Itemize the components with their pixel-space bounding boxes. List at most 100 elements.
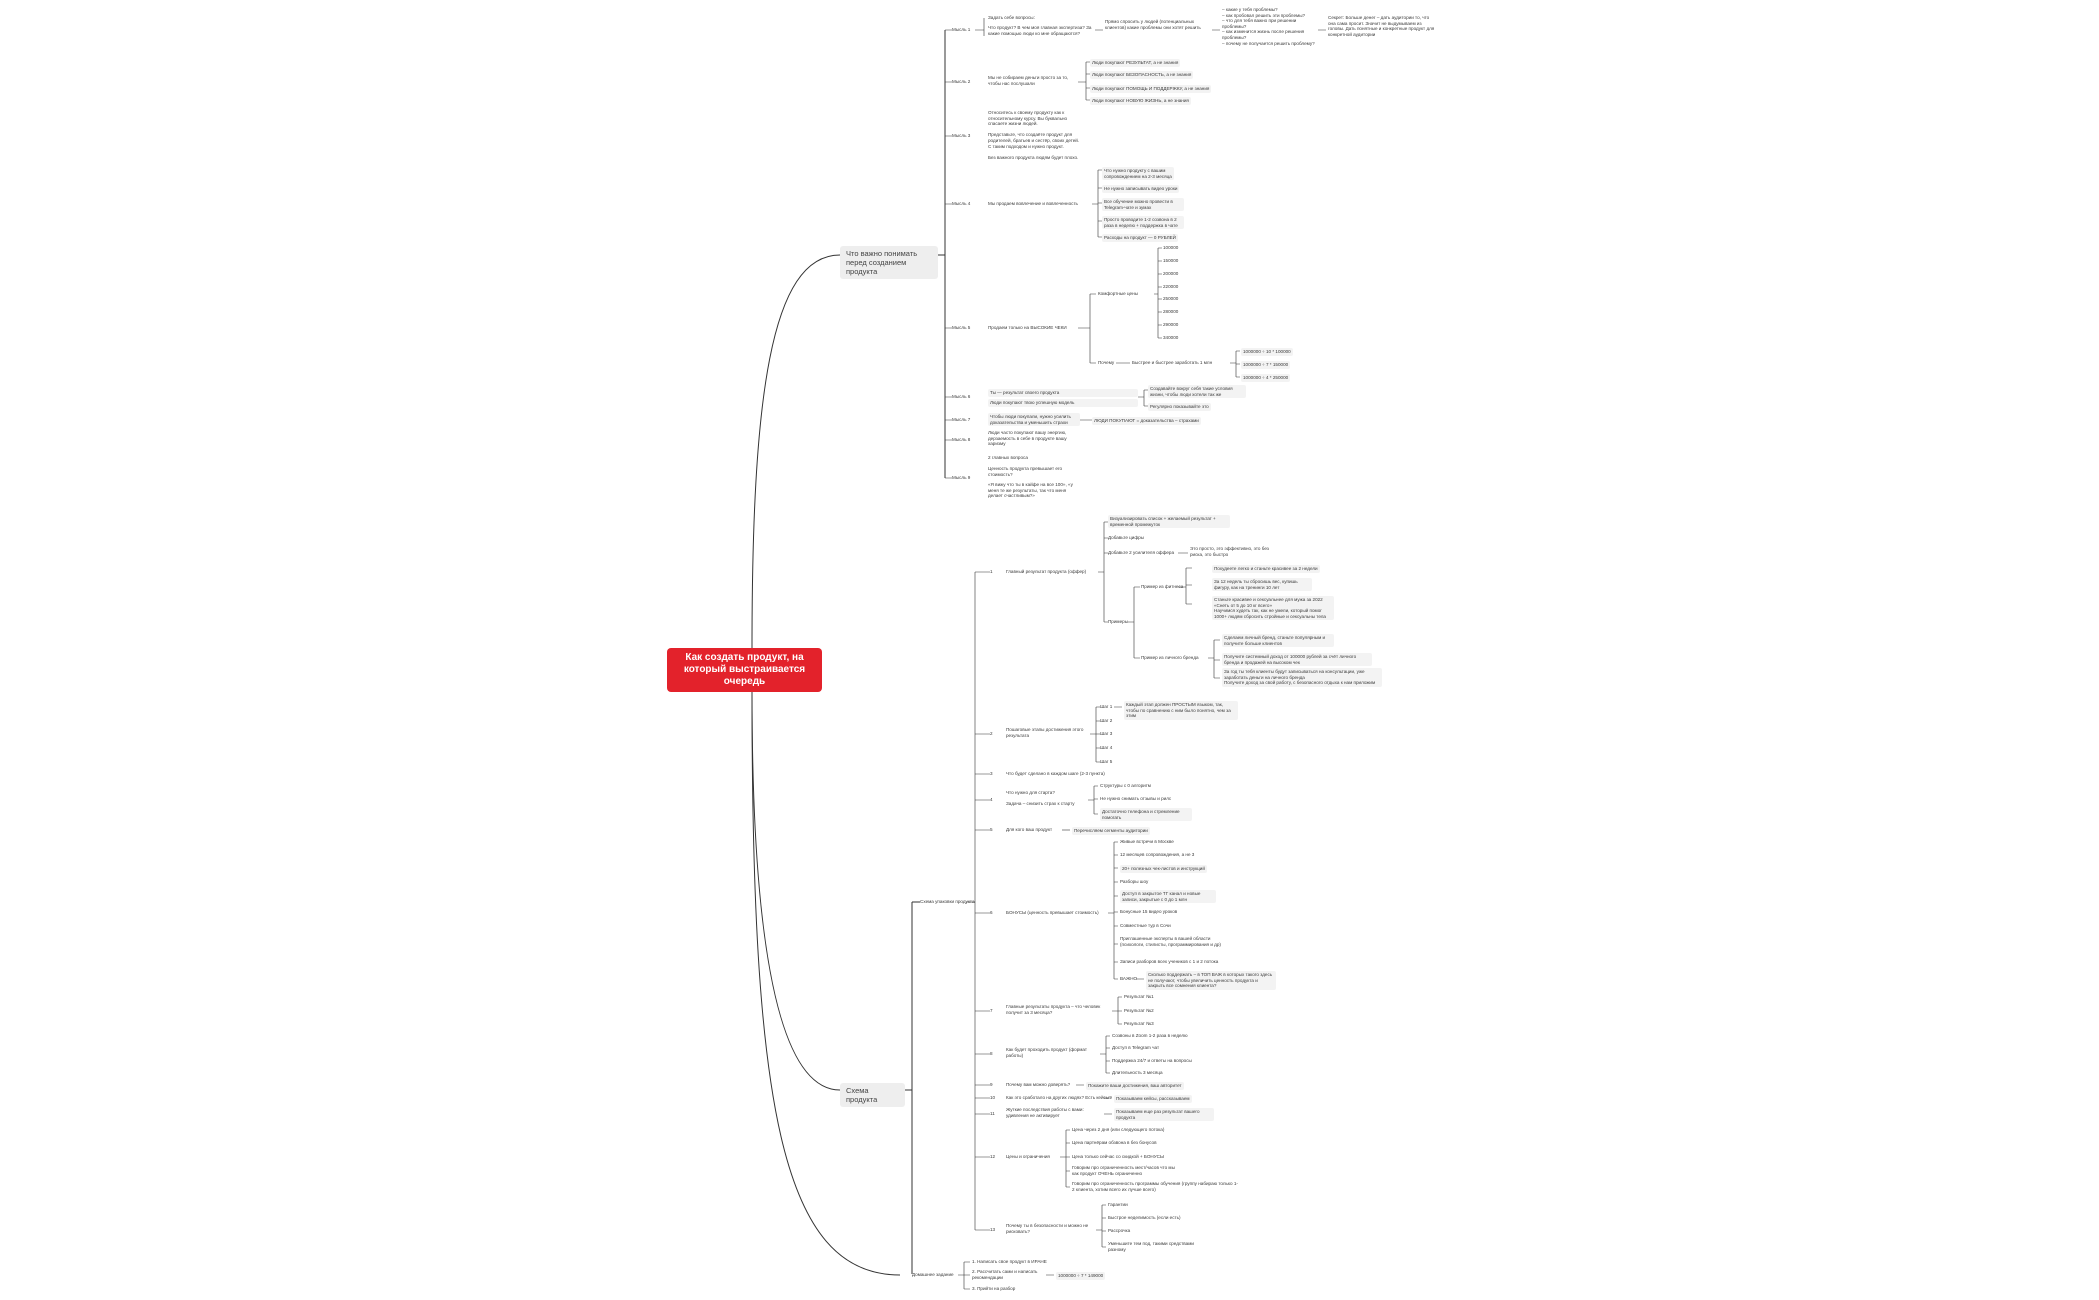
thought-2-item[interactable]: Люди покупают РЕЗУЛЬТАТ, а не знания <box>1090 59 1181 67</box>
bonus-important[interactable]: ВАЖНО <box>1120 976 1138 981</box>
schema-10-text[interactable]: Как это сработало на других людях? Есть … <box>1006 1095 1112 1100</box>
thought-1-item[interactable]: Что продукт? В чем моя главная экспертиз… <box>988 25 1092 36</box>
format-item[interactable]: Созвоны в Zoom 1-2 раза в неделю <box>1112 1033 1188 1038</box>
homework-item[interactable]: 2. Рассчитать сами и написать рекомендац… <box>972 1269 1038 1280</box>
price-rule[interactable]: Цена партнёрам обзвона в без бонусов <box>1072 1140 1157 1145</box>
bonus-item[interactable]: Бонусные 15 видео уроков <box>1120 909 1178 914</box>
schema-2-text[interactable]: Пошаговые этапы достижения этого результ… <box>1006 727 1084 738</box>
step-item[interactable]: Шаг 5 <box>1100 759 1113 764</box>
bonus-item[interactable]: Разборы шоу <box>1120 879 1149 884</box>
thought-2-label[interactable]: Мысль 2 <box>952 79 971 84</box>
safety-item[interactable]: Гарантии <box>1108 1202 1128 1207</box>
homework-item[interactable]: 3. Прийти на разбор <box>972 1286 1016 1291</box>
format-item[interactable]: Длительность 3 месяца <box>1112 1070 1163 1075</box>
thought-6-right[interactable]: Регулярно показывайте это <box>1148 403 1211 411</box>
thought-1-mid[interactable]: Прямо спросить у людей (потенциальных кл… <box>1105 19 1201 30</box>
step-item[interactable]: Шаг 2 <box>1100 718 1113 723</box>
thought-5-why-text[interactable]: Быстрее и быстрее заработать 1 млн <box>1132 360 1213 365</box>
schema-13-text[interactable]: Почему ты в безопасности и можно не риск… <box>1006 1223 1089 1234</box>
schema-7-text[interactable]: Главные результаты продукта – что челове… <box>1006 1004 1101 1015</box>
thought-4-label[interactable]: Мысль 4 <box>952 201 971 206</box>
schema-1-fit-item[interactable]: Станьте красивее и сексуальнее для мужа … <box>1212 596 1334 621</box>
schema-4-item[interactable]: Структуры с 0 алгоритм <box>1100 783 1151 788</box>
thought-7-label[interactable]: Мысль 7 <box>952 417 971 422</box>
schema-10-right[interactable]: Показываем кейсы, рассказываем <box>1114 1095 1192 1103</box>
step-1-text[interactable]: Каждый этап должен ПРОСТЫМ языком, так, … <box>1124 701 1238 720</box>
thought-4-item[interactable]: Просто проводите 1-2 созвона в 2 раза в … <box>1102 216 1184 230</box>
bonus-item[interactable]: Живые встречи в Москве <box>1120 839 1174 844</box>
schema-6-text[interactable]: БОНУСЫ (ценность превышает стоимость) <box>1006 910 1099 915</box>
thought-2-item[interactable]: Люди покупают ПОМОЩЬ И ПОДДЕРЖКУ, а не з… <box>1090 85 1212 93</box>
thought-9-label[interactable]: Мысль 9 <box>952 475 971 480</box>
safety-item[interactable]: Рассрочка <box>1108 1228 1131 1233</box>
schema-title[interactable]: Схема упаковки продукта <box>920 899 975 904</box>
thought-2-text[interactable]: Мы не собираем деньги просто за то, чтоб… <box>988 75 1069 86</box>
thought-8-label[interactable]: Мысль 8 <box>952 437 971 442</box>
schema-1-fit-item[interactable]: Похудеете легко и станьте красивее за 2 … <box>1212 565 1320 573</box>
thought-6-item[interactable]: Люди покупают твою успешную модель <box>988 399 1138 407</box>
schema-1-a3[interactable]: Это просто, это эффективно, это без риск… <box>1190 546 1269 557</box>
thought-6-label[interactable]: Мысль 6 <box>952 394 971 399</box>
result-item[interactable]: Результат №1 <box>1124 994 1154 999</box>
bonus-item[interactable]: Доступ в закрытое TГ канал и новые запис… <box>1120 890 1216 904</box>
homework-title[interactable]: Домашнее задание <box>912 1272 954 1277</box>
bonus-item[interactable]: Приглашенные эксперты в вашей области (п… <box>1120 936 1221 947</box>
schema-1-a[interactable]: Добавьте 2 усилителя оффера <box>1108 550 1175 555</box>
bonus-item[interactable]: Записи разборов всех учеников с 1 и 2 по… <box>1120 959 1219 964</box>
thought-5-why[interactable]: Почему <box>1098 360 1115 365</box>
thought-4-item[interactable]: Расходы на продукт — 0 РУБЛЕЙ <box>1102 234 1178 242</box>
safety-item[interactable]: Быстрое неделимость (если есть) <box>1108 1215 1181 1220</box>
thought-5-label[interactable]: Мысль 5 <box>952 325 971 330</box>
thought-3-text[interactable]: Относитесь к своему продукту как к относ… <box>988 110 1080 160</box>
format-item[interactable]: Поддержка 24/7 и ответы на вопросы <box>1112 1058 1192 1063</box>
thought-1-questions[interactable]: – какие у тебя проблемы? – как пробовал … <box>1222 7 1315 46</box>
schema-1-brand-item[interactable]: За год ты тебя клиенты будут записыватьс… <box>1222 668 1382 687</box>
schema-11-text[interactable]: Жуткие последствия работы с вами: удивле… <box>1006 1107 1084 1118</box>
price-rule[interactable]: Говорим про ограниченность мест/часов чт… <box>1072 1165 1175 1176</box>
branch-before-product[interactable]: Что важно понимать перед созданием проду… <box>840 246 938 279</box>
thought-4-item[interactable]: Все обучение можно провести в Telegram-ч… <box>1102 198 1184 212</box>
schema-11-right[interactable]: Показываем еще раз результат вашего прод… <box>1114 1108 1214 1122</box>
step-item[interactable]: Шаг 3 <box>1100 731 1113 736</box>
thought-7-right[interactable]: ЛЮДИ ПОКУПАЮТ = доказательства – страхам… <box>1092 417 1201 425</box>
thought-5-tiers[interactable]: Комфортные цены <box>1098 291 1138 296</box>
schema-9-text[interactable]: Почему вам можно доверять? <box>1006 1082 1071 1087</box>
schema-4-text[interactable]: Что нужно для старта? Задача – снизить с… <box>1006 790 1075 807</box>
thought-1-result[interactable]: Секрет: Больше денег – дать аудитории то… <box>1328 15 1435 37</box>
schema-1-fit[interactable]: Пример из фитнеса <box>1141 584 1184 589</box>
schema-3-text[interactable]: Что будет сделано в каждом шаге (2-3 пун… <box>1006 771 1105 776</box>
schema-1-brand-item[interactable]: Получите системный доход от 100000 рубле… <box>1222 653 1372 667</box>
price-rule[interactable]: Цена только сейчас со скидкой + БОНУСЫ <box>1072 1154 1165 1159</box>
bonus-item[interactable]: Совместные тур в Сочи <box>1120 923 1171 928</box>
bonus-item[interactable]: 20+ полезных чек-листов и инструкций <box>1120 865 1207 873</box>
thought-1-item[interactable]: Задать себе вопросы: <box>988 15 1035 20</box>
schema-1-brand[interactable]: Пример из личного бренда <box>1141 655 1199 660</box>
schema-5-text[interactable]: Для кого ваш продукт <box>1006 827 1053 832</box>
bonus-item[interactable]: 12 месяцев сопровождения, а не 3 <box>1120 852 1195 857</box>
thought-4-item[interactable]: Не нужно записывать видео уроки <box>1102 185 1180 193</box>
thought-9-item[interactable]: 2 главных вопроса <box>988 455 1028 460</box>
thought-7-text[interactable]: Чтобы люди покупали, нужно усилить доказ… <box>988 413 1080 427</box>
schema-1-fit-item[interactable]: За 12 недель ты сбросишь вес, купишь фиг… <box>1212 578 1312 592</box>
schema-1-a[interactable]: Добавьте цифры <box>1108 535 1144 540</box>
result-item[interactable]: Результат №2 <box>1124 1008 1154 1013</box>
schema-1-a[interactable]: Визуализировать список + желаемый резуль… <box>1108 515 1230 529</box>
thought-2-item[interactable]: Люди покупают НОВУЮ ЖИЗНЬ, а не знания <box>1090 97 1191 105</box>
safety-item[interactable]: Уменьшите тем под, такими средствами раз… <box>1108 1241 1194 1252</box>
thought-2-item[interactable]: Люди покупают БЕЗОПАСНОСТЬ, а не знания <box>1090 71 1194 79</box>
step-item[interactable]: Шаг 1 <box>1100 704 1113 709</box>
thought-4-item[interactable]: Что нужно продукту с вашим сопровождение… <box>1102 167 1174 181</box>
thought-9-item[interactable]: Ценность продукта превышает его стоимост… <box>988 466 1063 477</box>
bonus-important-text[interactable]: Сколько поддержать – в ТОП ВАЖ в которых… <box>1146 971 1276 990</box>
thought-3-label[interactable]: Мысль 3 <box>952 133 971 138</box>
schema-12-text[interactable]: Цены и ограничения <box>1006 1154 1050 1159</box>
price-rule[interactable]: Цена через 2 дня (или следующего потока) <box>1072 1127 1165 1132</box>
thought-5-text[interactable]: Продаем только на ВЫСОКИЕ ЧЕКИ <box>988 325 1067 330</box>
step-item[interactable]: Шаг 4 <box>1100 745 1113 750</box>
thought-4-text[interactable]: Мы продаем вовлечение и вовлеченность <box>988 201 1078 206</box>
thought-6-right[interactable]: Создавайте вокруг себя такие условия жиз… <box>1148 385 1246 399</box>
schema-1-text[interactable]: Главный результат продукта (оффер) <box>1006 569 1087 574</box>
schema-5-right[interactable]: Перечисляем сегменты аудитории <box>1072 827 1150 835</box>
schema-9-right[interactable]: Покажите ваши достижения, ваш авторитет <box>1086 1082 1184 1090</box>
format-item[interactable]: Доступ в Telegram чат <box>1112 1045 1160 1050</box>
